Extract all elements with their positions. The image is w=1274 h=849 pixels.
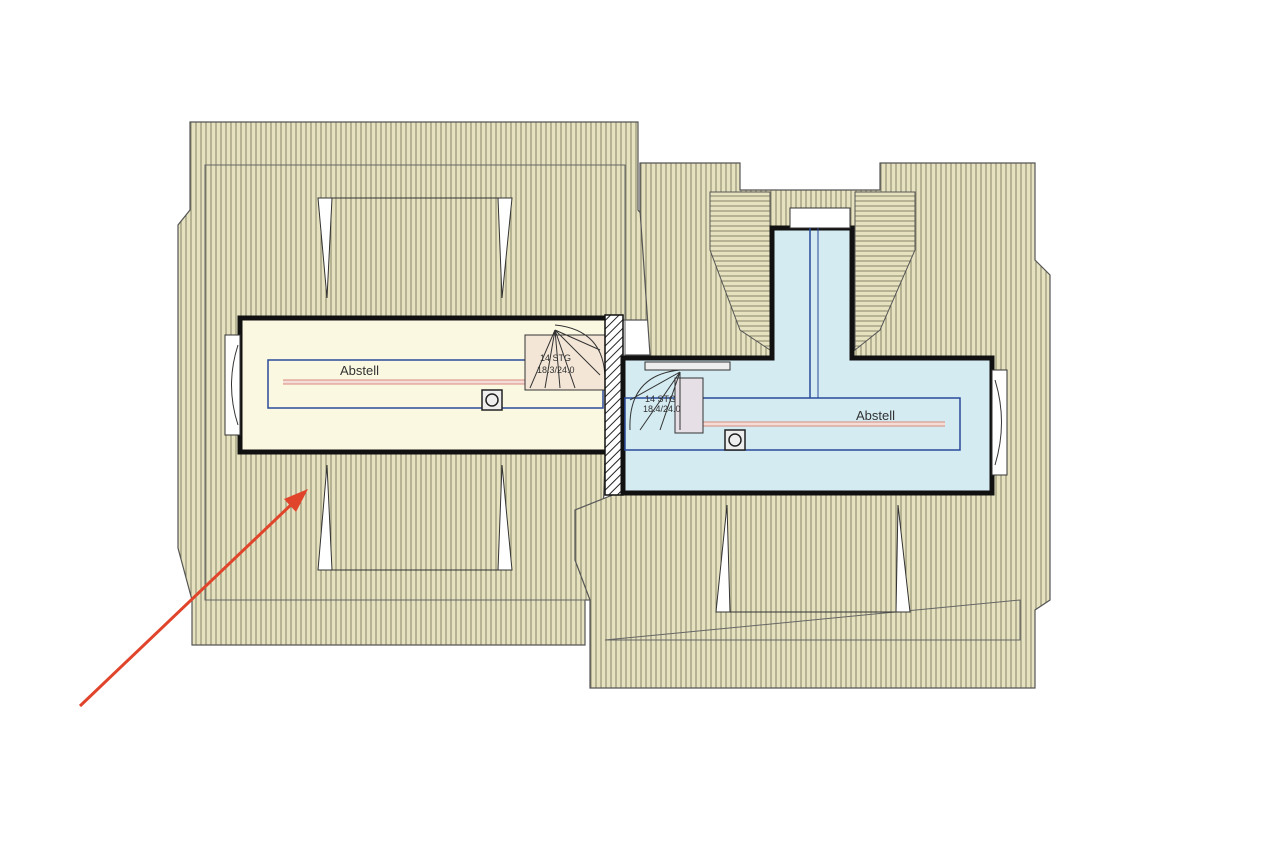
dormer-markers xyxy=(317,197,911,613)
room-label-left: Abstell xyxy=(340,363,379,378)
party-wall xyxy=(604,314,624,496)
left-room: Abstell 14 STG 18.3/24.0 xyxy=(224,315,613,455)
stair-ratio-right: 18.4/24.0 xyxy=(643,404,681,414)
room-label-right: Abstell xyxy=(856,408,895,423)
right-room: Abstell 14 STG 18.4/24.0 xyxy=(620,207,1008,496)
annotation-arrow xyxy=(78,489,308,708)
stair-count-right: 14 STG xyxy=(645,394,676,404)
stair-count-left: 14 STG xyxy=(540,353,571,363)
stair-ratio-left: 18.3/24.0 xyxy=(537,365,575,375)
